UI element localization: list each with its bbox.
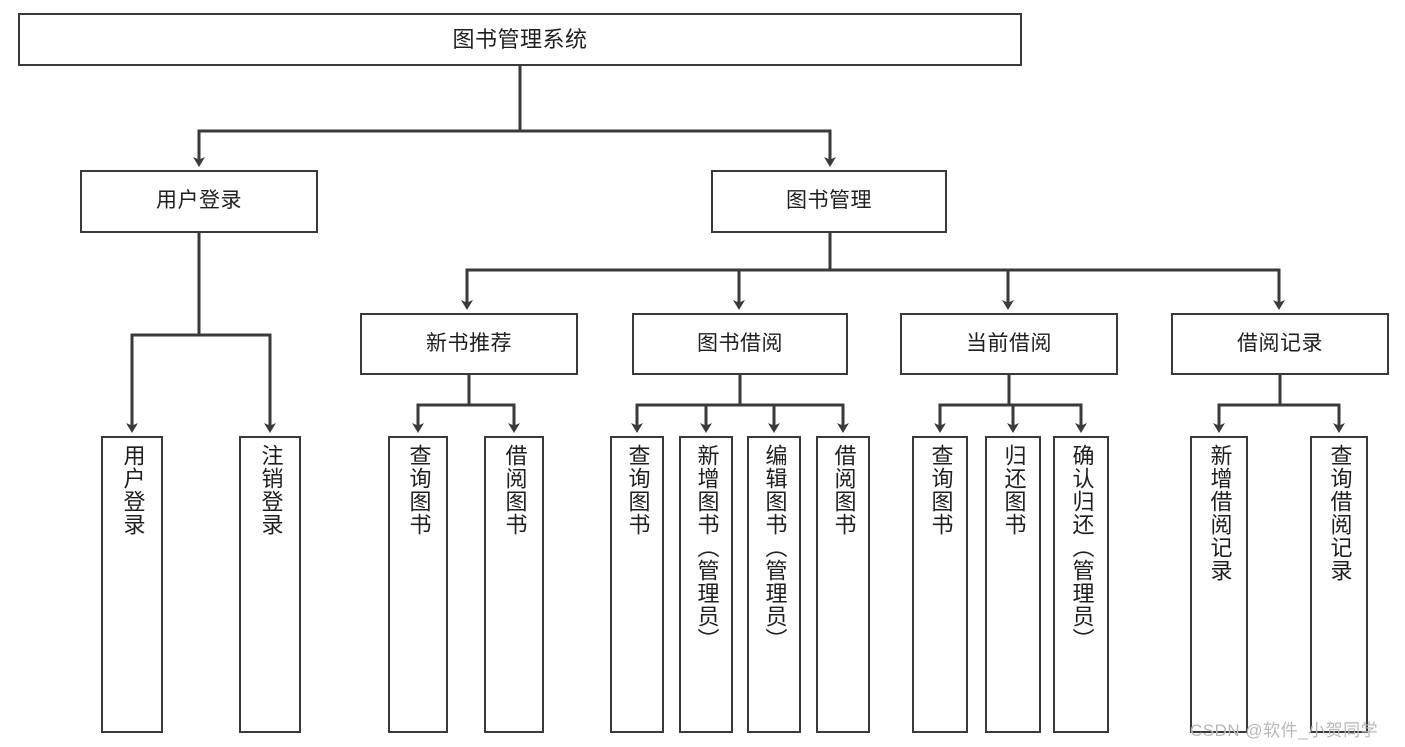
node-label: 新书推荐 bbox=[426, 331, 512, 355]
node-leaf-borrow-book-2[interactable]: 借阅图书 bbox=[816, 436, 870, 733]
node-current-borrow[interactable]: 当前借阅 bbox=[900, 313, 1118, 375]
node-leaf-query-book-1[interactable]: 查询图书 bbox=[388, 436, 448, 733]
node-label: 查询图书 bbox=[406, 444, 432, 536]
node-label: 新增图书（管理员） bbox=[694, 444, 720, 651]
node-borrow-record[interactable]: 借阅记录 bbox=[1171, 313, 1389, 375]
node-label: 确认归还（管理员） bbox=[1069, 444, 1095, 651]
node-label: 图书管理 bbox=[786, 189, 872, 213]
node-label: 图书管理系统 bbox=[452, 26, 588, 52]
node-label: 借阅图书 bbox=[831, 444, 857, 536]
node-leaf-query-book-2[interactable]: 查询图书 bbox=[610, 436, 664, 733]
node-leaf-logout[interactable]: 注销登录 bbox=[239, 436, 301, 733]
node-label: 用户登录 bbox=[120, 444, 146, 536]
node-label: 查询借阅记录 bbox=[1327, 444, 1353, 582]
node-new-book-recommend[interactable]: 新书推荐 bbox=[360, 313, 578, 375]
node-leaf-query-book-3[interactable]: 查询图书 bbox=[912, 436, 968, 733]
node-leaf-edit-book[interactable]: 编辑图书（管理员） bbox=[747, 436, 801, 733]
node-label: 注销登录 bbox=[258, 444, 284, 536]
node-root-system[interactable]: 图书管理系统 bbox=[18, 13, 1022, 66]
node-leaf-borrow-book-1[interactable]: 借阅图书 bbox=[484, 436, 544, 733]
node-leaf-add-record[interactable]: 新增借阅记录 bbox=[1190, 436, 1248, 733]
node-leaf-return-book[interactable]: 归还图书 bbox=[985, 436, 1041, 733]
node-label: 新增借阅记录 bbox=[1207, 444, 1233, 582]
node-label: 借阅图书 bbox=[502, 444, 528, 536]
node-leaf-user-login[interactable]: 用户登录 bbox=[101, 436, 163, 733]
node-label: 编辑图书（管理员） bbox=[762, 444, 788, 651]
node-label: 当前借阅 bbox=[966, 331, 1052, 355]
node-label: 查询图书 bbox=[625, 444, 651, 536]
node-label: 查询图书 bbox=[928, 444, 954, 536]
node-leaf-query-record[interactable]: 查询借阅记录 bbox=[1310, 436, 1368, 733]
node-label: 用户登录 bbox=[156, 189, 242, 213]
node-book-borrow[interactable]: 图书借阅 bbox=[632, 313, 848, 375]
csdn-watermark: CSDN @软件_小贺同学 bbox=[1190, 721, 1379, 740]
node-leaf-confirm-return[interactable]: 确认归还（管理员） bbox=[1053, 436, 1109, 733]
node-label: 归还图书 bbox=[1001, 444, 1027, 536]
node-book-manage[interactable]: 图书管理 bbox=[711, 170, 947, 233]
node-leaf-add-book[interactable]: 新增图书（管理员） bbox=[679, 436, 733, 733]
node-label: 图书借阅 bbox=[697, 331, 783, 355]
node-user-login[interactable]: 用户登录 bbox=[80, 170, 318, 233]
node-label: 借阅记录 bbox=[1237, 331, 1323, 355]
